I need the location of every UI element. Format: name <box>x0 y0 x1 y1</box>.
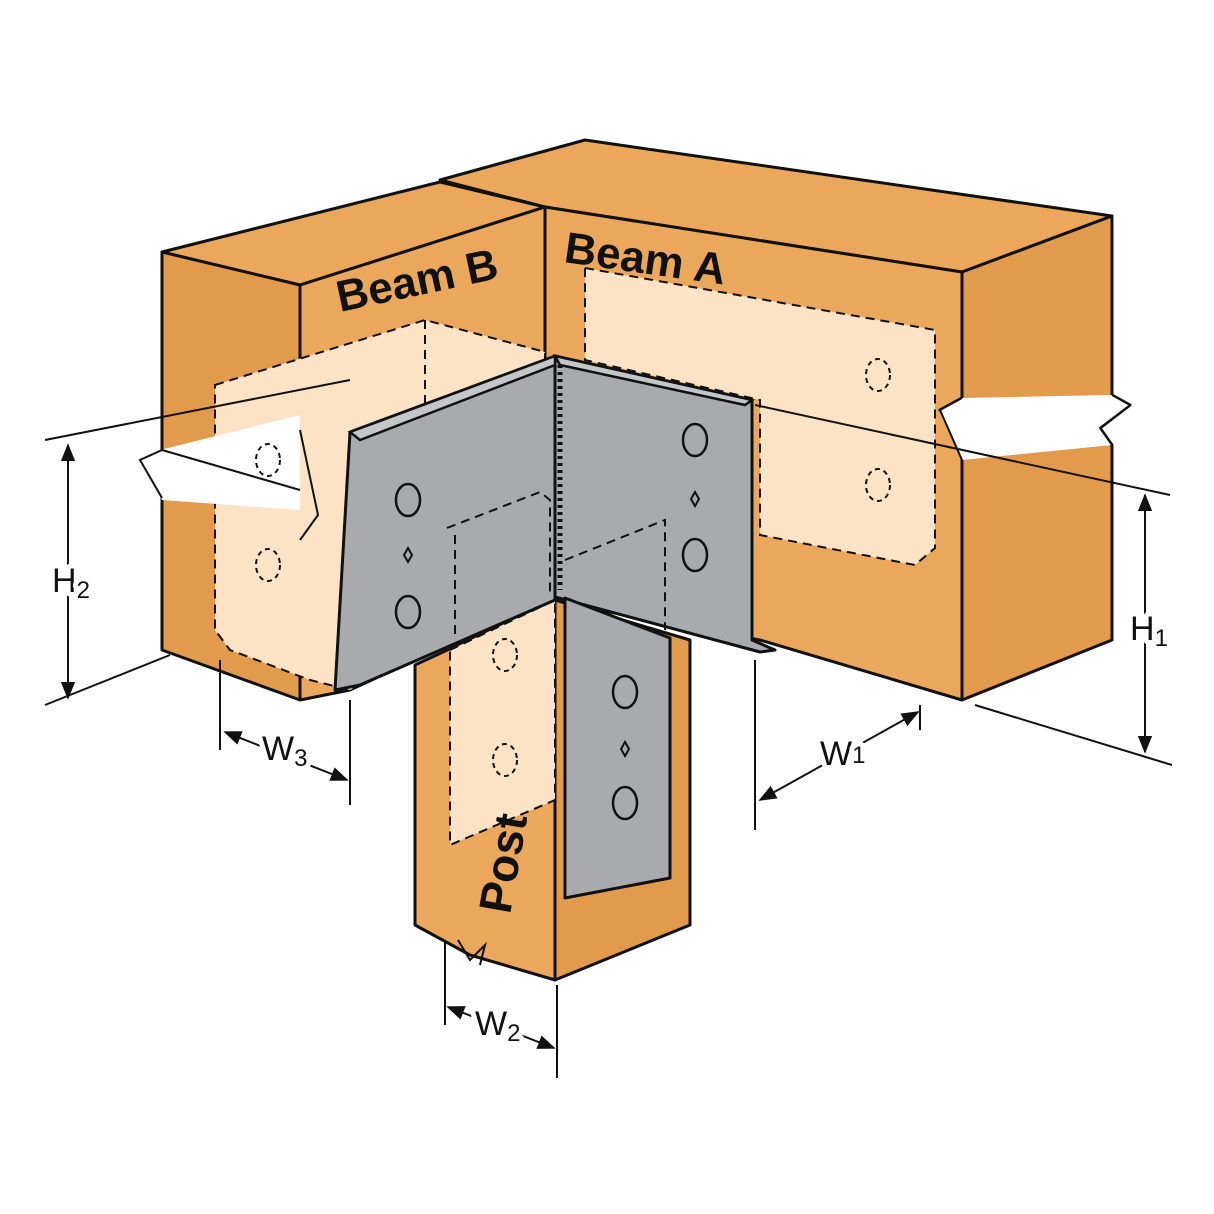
bracket-post-flange <box>563 596 672 900</box>
dim-label-w1: W1 <box>820 735 865 773</box>
dim-label-h2: H2 <box>52 562 90 604</box>
dimension-lines <box>44 379 1173 1078</box>
steel-bracket <box>333 354 777 900</box>
bolt-hole <box>394 482 422 518</box>
bolt-hole <box>681 537 709 573</box>
dim-label-w2: W2 <box>475 1005 520 1047</box>
diamond-hole <box>402 489 701 759</box>
bolt-hole <box>681 422 709 458</box>
bolt-hole <box>394 594 422 630</box>
beam-a-hidden-area <box>584 266 936 567</box>
dim-label-w3: W3 <box>262 730 307 772</box>
bolt-hole <box>611 674 639 710</box>
bolt-hole <box>611 785 639 821</box>
dim-label-h1: H1 <box>1130 610 1168 652</box>
